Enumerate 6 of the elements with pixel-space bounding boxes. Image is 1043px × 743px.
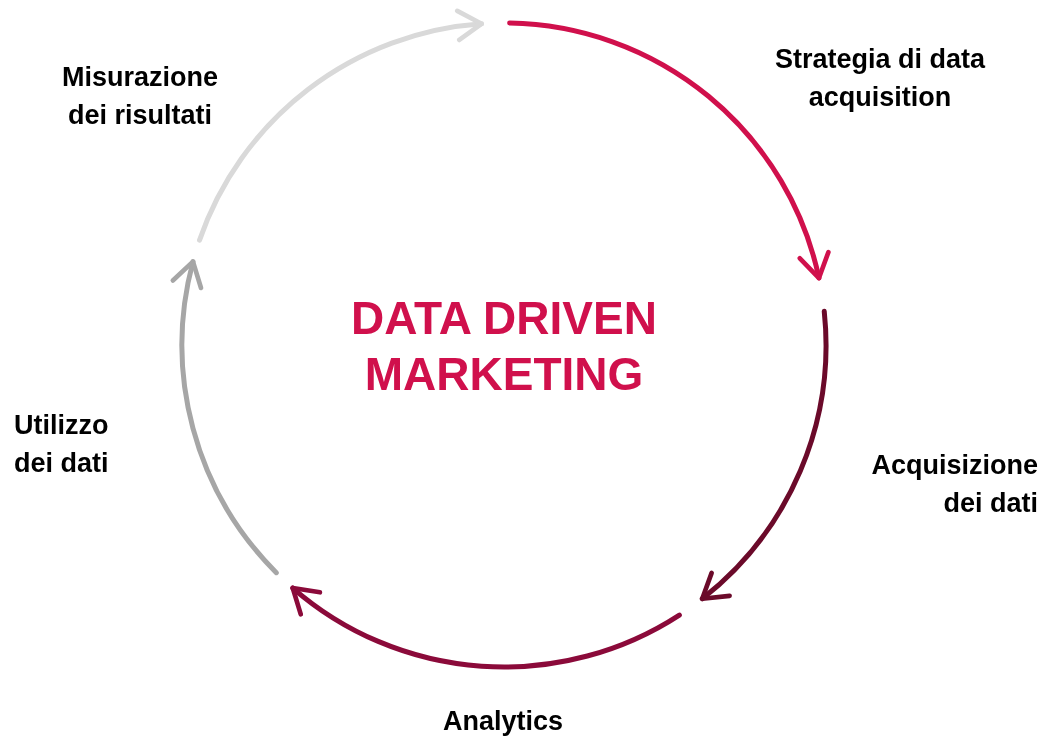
diagram-title: DATA DRIVEN MARKETING [350,291,658,402]
stage-label: Utilizzo dei dati [14,409,110,480]
stage-label: Acquisizione dei dati [870,449,1038,520]
stage-label: Misurazione dei risultati [61,61,219,132]
stage-label: Strategia di data acquisition [773,43,987,114]
stage-label: Analytics [441,705,565,738]
